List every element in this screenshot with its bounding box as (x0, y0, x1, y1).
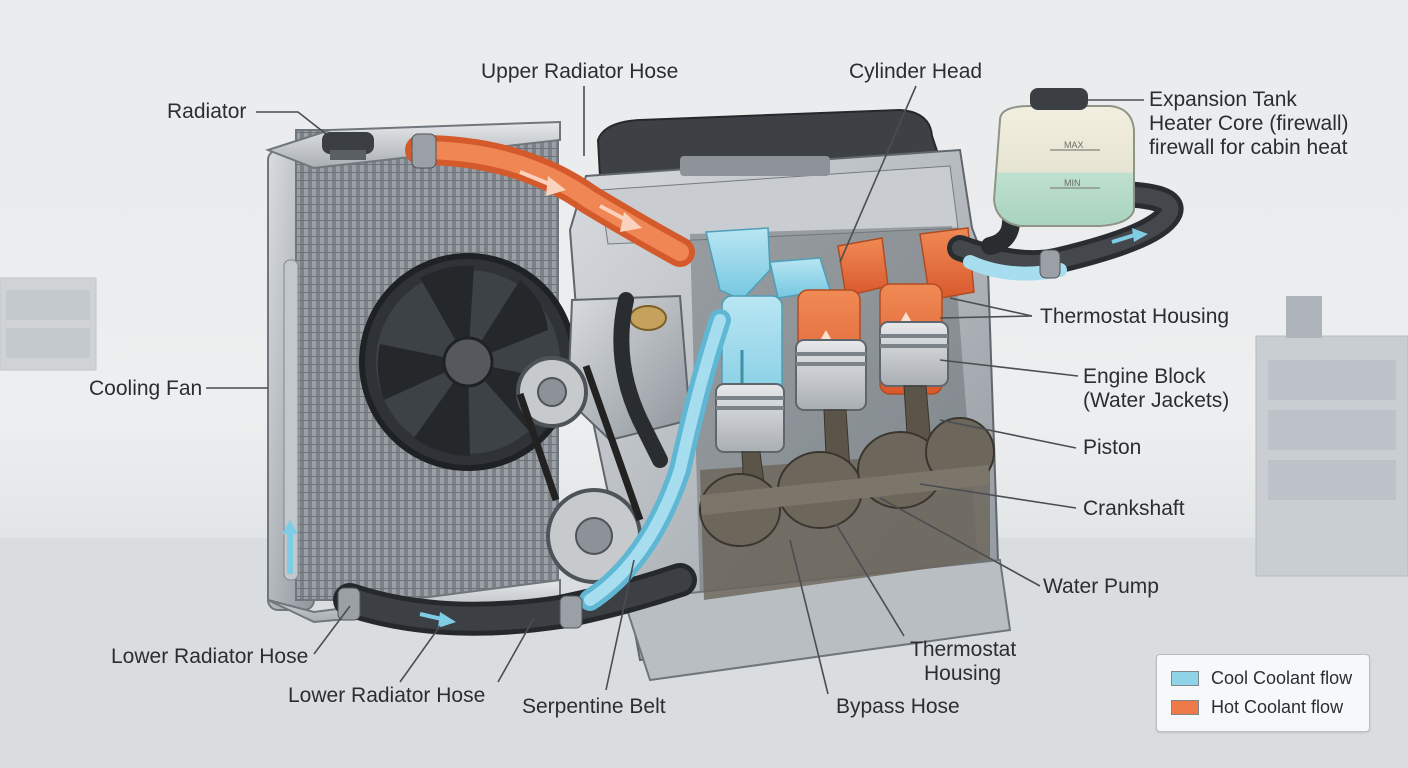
label-cooling-fan: Cooling Fan (89, 377, 203, 400)
label-water-pump: Water Pump (1043, 575, 1159, 598)
label-piston: Piston (1083, 436, 1142, 459)
legend-label-hot: Hot Coolant flow (1211, 696, 1344, 717)
label-serpentine-belt: Serpentine Belt (522, 695, 666, 718)
label-lower-radiator-hose-2: Lower Radiator Hose (288, 684, 486, 707)
label-thermostat-housing-right: Thermostat Housing (1040, 305, 1230, 328)
crankshaft (699, 385, 995, 547)
legend-swatch-cool (1171, 670, 1199, 686)
legend-item-cool: Cool Coolant flow (1171, 667, 1352, 689)
legend-label-cool: Cool Coolant flow (1211, 667, 1353, 688)
expansion-tank: MAX MIN (992, 88, 1135, 227)
leader-lines (206, 85, 1144, 695)
legend: Cool Coolant flow Hot Coolant flow (1156, 654, 1370, 732)
tank-max-mark: MAX (1064, 140, 1084, 150)
tank-min-mark: MIN (1064, 178, 1081, 188)
label-expansion-tank: Expansion Tank (1149, 88, 1297, 111)
cooling-fan (359, 253, 577, 471)
legend-swatch-hot (1171, 699, 1199, 715)
label-engine-block: Engine Block (1083, 365, 1206, 388)
hoses (333, 131, 1184, 636)
label-bypass-hose: Bypass Hose (836, 695, 960, 718)
label-crankshaft: Crankshaft (1083, 497, 1185, 520)
label-radiator: Radiator (167, 100, 247, 123)
label-cabin-heat: firewall for cabin heat (1149, 136, 1348, 159)
label-housing: Housing (924, 662, 1002, 685)
label-cylinder-head: Cylinder Head (849, 60, 983, 83)
label-lower-radiator-hose-1: Lower Radiator Hose (111, 645, 309, 668)
label-upper-radiator-hose: Upper Radiator Hose (481, 60, 679, 83)
legend-item-hot: Hot Coolant flow (1171, 696, 1343, 718)
pistons (715, 321, 949, 453)
label-thermostat: Thermostat (910, 638, 1017, 661)
label-water-jackets: (Water Jackets) (1083, 389, 1230, 412)
label-heater-core: Heater Core (firewall) (1149, 112, 1349, 135)
